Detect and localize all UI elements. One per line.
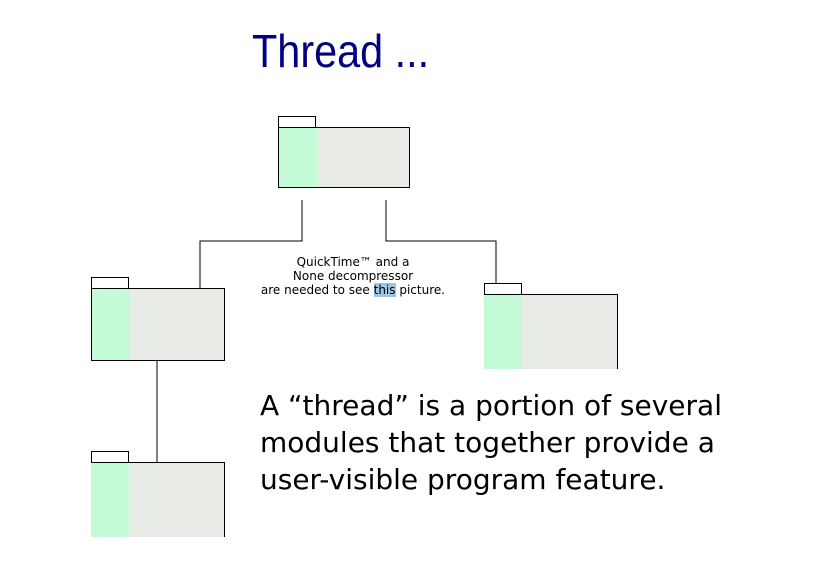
placeholder-line: are needed to see this picture.	[226, 283, 480, 297]
module-root	[278, 116, 410, 188]
module-grey-section	[130, 289, 224, 360]
quicktime-placeholder: QuickTime™ and a None decompressor are n…	[226, 255, 480, 297]
thread-definition: A “thread” is a portion of several modul…	[260, 387, 805, 498]
slide-title: Thread ...	[252, 25, 430, 77]
placeholder-text: are needed to see	[260, 283, 374, 297]
module-tab	[91, 451, 129, 462]
module-green-section	[279, 128, 317, 187]
module-grey-section	[129, 463, 224, 537]
module-body	[484, 294, 618, 369]
module-tab	[484, 283, 522, 294]
module-green-section	[92, 289, 130, 360]
module-bottom	[91, 451, 225, 537]
placeholder-text: picture.	[395, 283, 446, 297]
module-tab	[91, 277, 129, 288]
module-right	[484, 283, 618, 369]
module-body	[91, 288, 225, 361]
module-green-section	[484, 295, 522, 369]
module-body	[91, 462, 225, 537]
module-grey-section	[522, 295, 617, 369]
module-green-section	[91, 463, 129, 537]
module-body	[278, 127, 410, 188]
definition-line: modules that together provide a	[260, 426, 715, 459]
highlighted-word: this	[373, 283, 396, 297]
definition-line: A “thread” is a portion of several	[260, 389, 722, 422]
module-left	[91, 277, 225, 361]
placeholder-line: None decompressor	[292, 269, 414, 283]
placeholder-line: QuickTime™ and a	[296, 255, 410, 269]
module-grey-section	[317, 128, 409, 187]
definition-line: user-visible program feature.	[260, 463, 666, 496]
module-tab	[278, 116, 316, 127]
